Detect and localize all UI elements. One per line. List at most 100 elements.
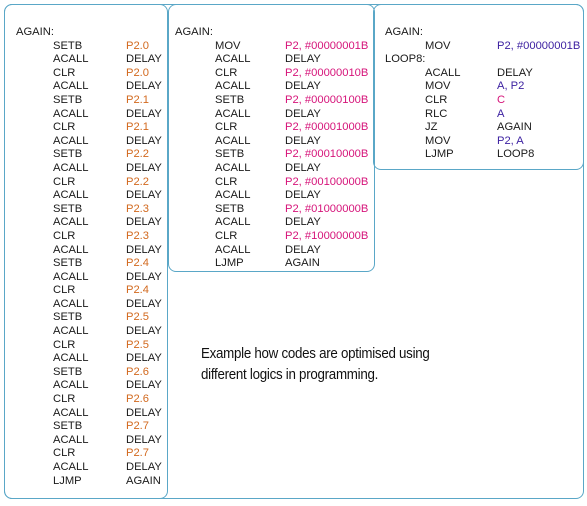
instruction: SETB — [215, 93, 245, 106]
operand: P2.4 — [126, 257, 150, 270]
instruction: ACALL — [53, 406, 89, 419]
instruction: SETB — [53, 365, 83, 378]
caption: Example how codes are optimised using di… — [201, 344, 430, 386]
operand: P2.7 — [126, 420, 150, 433]
instruction: CLR — [215, 66, 238, 79]
code-line: MOV P2, #00000001B — [385, 40, 580, 54]
operand: DELAY — [285, 107, 321, 120]
code-panel-1 — [4, 4, 168, 499]
operand: C — [497, 93, 506, 106]
instruction: CLR — [425, 93, 448, 106]
instruction: ACALL — [53, 297, 89, 310]
operand: DELAY — [285, 80, 321, 93]
instruction: ACALL — [53, 243, 89, 256]
code-line: SETB P2.4 — [16, 257, 162, 271]
code-line: CLR P2.2 — [16, 176, 162, 190]
operand: P2, #01000000B — [285, 202, 369, 215]
instruction: CLR — [53, 175, 76, 188]
operand: P2, #00000100B — [285, 93, 369, 106]
operand: P2, #00000001B — [285, 39, 369, 52]
code-line: ACALL DELAY — [16, 135, 162, 149]
code-line: CLR P2.1 — [16, 121, 162, 135]
instruction: ACALL — [53, 134, 89, 147]
instruction: ACALL — [215, 189, 251, 202]
operand: DELAY — [126, 270, 162, 283]
instruction: CLR — [53, 284, 76, 297]
operand: DELAY — [126, 243, 162, 256]
instruction: CLR — [53, 121, 76, 134]
instruction: ACALL — [53, 189, 89, 202]
instruction: SETB — [53, 257, 83, 270]
instruction: SETB — [53, 39, 83, 52]
operand: AGAIN — [126, 474, 161, 487]
operand: P2.1 — [126, 121, 150, 134]
instruction: ACALL — [53, 53, 89, 66]
label-text: AGAIN: — [175, 26, 213, 38]
code-line: LJMP AGAIN — [16, 475, 162, 489]
code-label: LOOP8: — [385, 53, 580, 67]
operand: DELAY — [285, 53, 321, 66]
operand: P2.4 — [126, 284, 150, 297]
instruction: ACALL — [215, 134, 251, 147]
operand: LOOP8 — [497, 148, 535, 161]
operand: DELAY — [126, 325, 162, 338]
instruction: ACALL — [215, 107, 251, 120]
operand: AGAIN — [285, 257, 320, 270]
instruction: CLR — [53, 229, 76, 242]
code-label: AGAIN: — [175, 26, 368, 40]
instruction: MOV — [425, 134, 451, 147]
instruction: SETB — [215, 202, 245, 215]
operand: DELAY — [126, 461, 162, 473]
operand: DELAY — [126, 161, 162, 174]
operand: DELAY — [285, 216, 321, 229]
label-text: LOOP8: — [385, 53, 426, 66]
code-line: ACALL DELAY — [16, 244, 162, 258]
instruction: CLR — [215, 121, 238, 134]
operand: P2.0 — [126, 39, 150, 52]
instruction: SETB — [53, 311, 83, 324]
operand: P2.2 — [126, 175, 150, 188]
instruction: LJMP — [53, 474, 82, 487]
operand: DELAY — [126, 53, 162, 66]
code-line: CLR P2.4 — [16, 284, 162, 298]
operand: DELAY — [126, 433, 162, 446]
code-panel-3 — [373, 4, 584, 170]
instruction: RLC — [425, 107, 448, 120]
operand: P2.6 — [126, 393, 150, 406]
instruction: ACALL — [53, 379, 89, 392]
label-text: AGAIN: — [16, 26, 54, 38]
code-label: AGAIN: — [16, 26, 162, 40]
instruction: MOV — [425, 39, 451, 52]
instruction: CLR — [53, 66, 76, 79]
instruction: LJMP — [215, 257, 244, 270]
operand: P2.1 — [126, 93, 150, 106]
code-line: ACALL DELAY — [16, 53, 162, 67]
instruction: ACALL — [425, 66, 461, 79]
code-label: AGAIN: — [385, 26, 580, 40]
instruction: MOV — [215, 39, 241, 52]
operand: DELAY — [285, 161, 321, 174]
caption-line-1: Example how codes are optimised using — [201, 346, 430, 362]
operand: DELAY — [126, 134, 162, 147]
instruction: ACALL — [53, 325, 89, 338]
operand: DELAY — [126, 297, 162, 310]
code-line: MOV P2, #00000001B — [175, 40, 368, 54]
